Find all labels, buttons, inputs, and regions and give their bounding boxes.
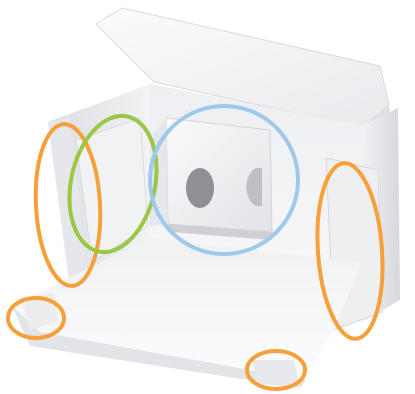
- insert-hole-left: [186, 168, 214, 208]
- center-insert: [150, 118, 272, 240]
